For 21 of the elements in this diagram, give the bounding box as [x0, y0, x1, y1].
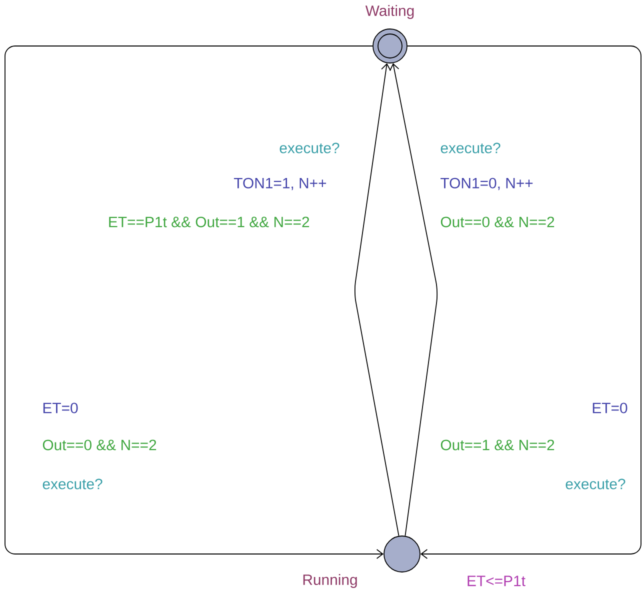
location-name: Waiting	[365, 5, 414, 19]
guard-label: ET==P1t && Out==1 && N==2	[109, 216, 310, 228]
location-circle	[384, 536, 420, 572]
sync-label: execute?	[566, 478, 626, 490]
arrow	[354, 63, 400, 536]
arrow	[407, 46, 642, 559]
location-name: Running	[303, 574, 357, 588]
guard-label: Out==0 && N==2	[440, 216, 554, 228]
arrow	[4, 46, 384, 559]
sync-label: execute?	[440, 142, 500, 154]
guard-label: Out==1 && N==2	[440, 440, 554, 450]
invariant-label: ET<=P1t	[468, 576, 526, 586]
update-label: TON1=0, N++	[440, 178, 533, 190]
sync-label: execute?	[42, 478, 102, 490]
update-label: ET=0	[43, 402, 78, 414]
sync-label: execute?	[280, 142, 340, 154]
guard-label: Out==0 && N==2	[42, 440, 156, 450]
update-label: ET=0	[592, 402, 628, 414]
location-circle	[372, 28, 408, 64]
arrow	[389, 63, 438, 536]
update-label: TON1=1, N++	[234, 178, 326, 190]
